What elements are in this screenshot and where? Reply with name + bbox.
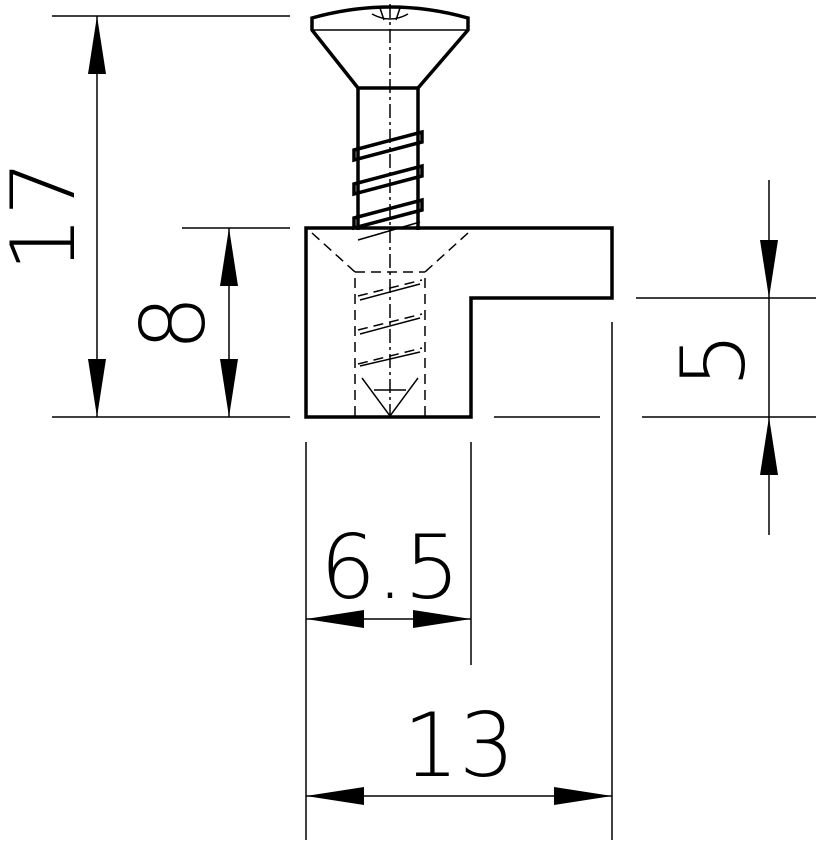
dimension-screw-offset: 6.5: [306, 516, 471, 628]
slot-height-label: 5: [662, 332, 765, 388]
dimension-overall-width: 13: [306, 694, 612, 805]
overall-width-label: 13: [403, 694, 515, 797]
dimension-slot-height: 5: [662, 180, 778, 535]
body-height-label: 8: [122, 295, 225, 351]
extension-lines: [52, 15, 816, 840]
screw: [310, 4, 470, 420]
overall-height-label: 17: [0, 160, 95, 272]
screw-offset-label: 6.5: [320, 516, 460, 619]
dimension-overall-height: 17: [0, 16, 106, 417]
screw-head: [310, 5, 470, 90]
dimension-body-height: 8: [122, 228, 238, 417]
bracket-body: [304, 221, 614, 419]
